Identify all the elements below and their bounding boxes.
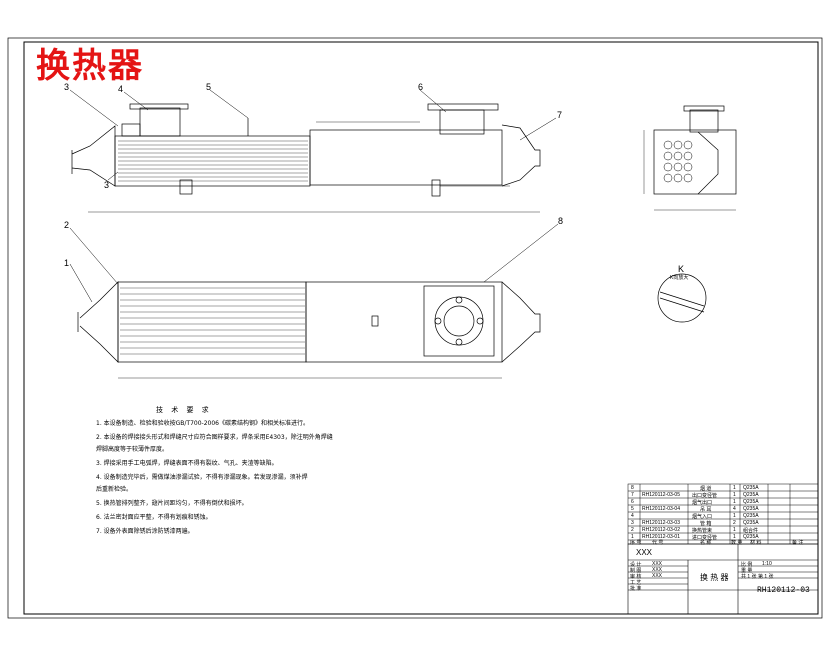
tb-row: 工 艺	[630, 580, 642, 586]
bom-material: 组合件	[743, 528, 759, 534]
tb-row: 审 核	[630, 574, 642, 580]
bom-name: 管 箱	[700, 521, 712, 527]
part-name: 换 热 器	[700, 573, 729, 582]
bom-no: 8	[631, 485, 634, 491]
bom-name: 出口变径管	[692, 493, 718, 499]
drawing-title: 换热器	[36, 46, 144, 86]
bom-code: RH120112-03-02	[642, 527, 680, 533]
bom-header-material: 材 料	[750, 540, 762, 546]
bom-header-code: 代 号	[652, 540, 664, 546]
bom-name: 烟 道	[700, 486, 712, 492]
section-k-view	[657, 273, 707, 323]
note-line: 后重新检验。	[96, 486, 133, 493]
note-line: 焊脚高度等于较薄件厚度。	[96, 446, 169, 453]
material-mark: XXX	[636, 548, 653, 557]
tb-weight-label: 重 量	[741, 568, 753, 574]
tb-row: 制 图	[630, 568, 642, 574]
bom-material: Q235A	[743, 485, 759, 491]
side-view	[643, 105, 737, 211]
leader-1: 1	[64, 258, 70, 268]
bom-header-remark: 备 注	[792, 540, 804, 546]
section-label: K	[678, 264, 685, 274]
bom-code: RH120112-03-01	[642, 534, 680, 540]
drawing-number: RH120112-03	[757, 586, 810, 595]
section-view-label: K向放大	[670, 275, 689, 281]
leader-5: 5	[206, 82, 212, 92]
bom-header-no: 序 号	[630, 540, 642, 546]
plan-view	[77, 281, 541, 379]
leader-3b: 3	[104, 180, 110, 190]
bom-qty: 1	[733, 492, 736, 498]
tb-sheet: 共 1 张 第 1 张	[741, 574, 774, 580]
bom-name: 进口变径管	[692, 535, 718, 541]
bom-qty: 1	[733, 485, 736, 491]
note-line: 5. 换热管排列整齐，翅片间距均匀，不得有倒伏和损坏。	[96, 500, 248, 507]
bom-code: RH120112-03-03	[642, 520, 680, 526]
leader-4: 4	[118, 84, 124, 94]
bom-header-qty: 数 量	[731, 540, 743, 546]
bom-qty: 2	[733, 520, 736, 526]
note-line: 3. 焊接采用手工电弧焊，焊缝表面不得有裂纹、气孔、夹渣等缺陷。	[96, 460, 278, 467]
notes-heading: 技 术 要 求	[156, 406, 212, 414]
bom-no: 5	[631, 506, 634, 512]
bom-no: 3	[631, 520, 634, 526]
bom-no: 4	[631, 513, 634, 519]
tb-mark: XXX	[652, 567, 663, 573]
leader-3: 3	[64, 82, 70, 92]
bom-no: 6	[631, 499, 634, 505]
note-line: 7. 设备外表面除锈后涂防锈漆两遍。	[96, 528, 194, 535]
tb-row: 设 计	[630, 562, 642, 568]
bom-no: 1	[631, 534, 634, 540]
bom-qty: 1	[733, 534, 736, 540]
bom-code: RH120112-03-05	[642, 492, 680, 498]
bom-qty: 4	[733, 506, 736, 512]
bom-material: Q235A	[743, 492, 759, 498]
tb-scale: 1:10	[762, 561, 772, 567]
tb-row: 批 准	[630, 586, 642, 592]
bom-code: RH120112-03-04	[642, 506, 680, 512]
bom-name: 换热管束	[692, 528, 713, 534]
leader-6: 6	[418, 82, 424, 92]
note-line: 6. 法兰密封面应平整，不得有划痕和锈蚀。	[96, 514, 212, 521]
leader-7: 7	[557, 110, 563, 120]
bom-name: 烟气出口	[692, 500, 713, 506]
bom-no: 2	[631, 527, 634, 533]
note-line: 2. 本设备的焊接接头形式和焊缝尺寸应符合图样要求，焊条采用E4303，除注明外…	[96, 434, 333, 441]
leader-2: 2	[64, 220, 70, 230]
leader-lines	[69, 89, 559, 303]
bom-material: Q235A	[743, 506, 759, 512]
bom-qty: 1	[733, 527, 736, 533]
tb-mark: XXX	[652, 573, 663, 579]
bom-name: 吊 耳	[700, 507, 712, 513]
bom-qty: 1	[733, 513, 736, 519]
tb-scale-label: 比 例	[741, 562, 753, 568]
note-line: 4. 设备制造完毕后，需做煤油渗漏试验，不得有渗漏现象。若发现渗漏，须补焊	[96, 474, 308, 481]
bom-material: Q235A	[743, 513, 759, 519]
bom-material: Q235A	[743, 520, 759, 526]
leader-8: 8	[558, 216, 564, 226]
tb-mark: XXX	[652, 561, 663, 567]
bom-qty: 1	[733, 499, 736, 505]
bom-material: Q235A	[743, 534, 759, 540]
outer-border	[7, 37, 823, 619]
bom-material: Q235A	[743, 499, 759, 505]
bom-no: 7	[631, 492, 634, 498]
front-view	[71, 103, 541, 213]
title-block	[627, 543, 819, 615]
bom-header-name: 名 称	[700, 540, 712, 546]
bom-name: 烟气入口	[692, 514, 713, 520]
note-line: 1. 本设备制造、检验和验收按GB/T700-2006《碳素结构钢》和相关标准进…	[96, 420, 309, 427]
